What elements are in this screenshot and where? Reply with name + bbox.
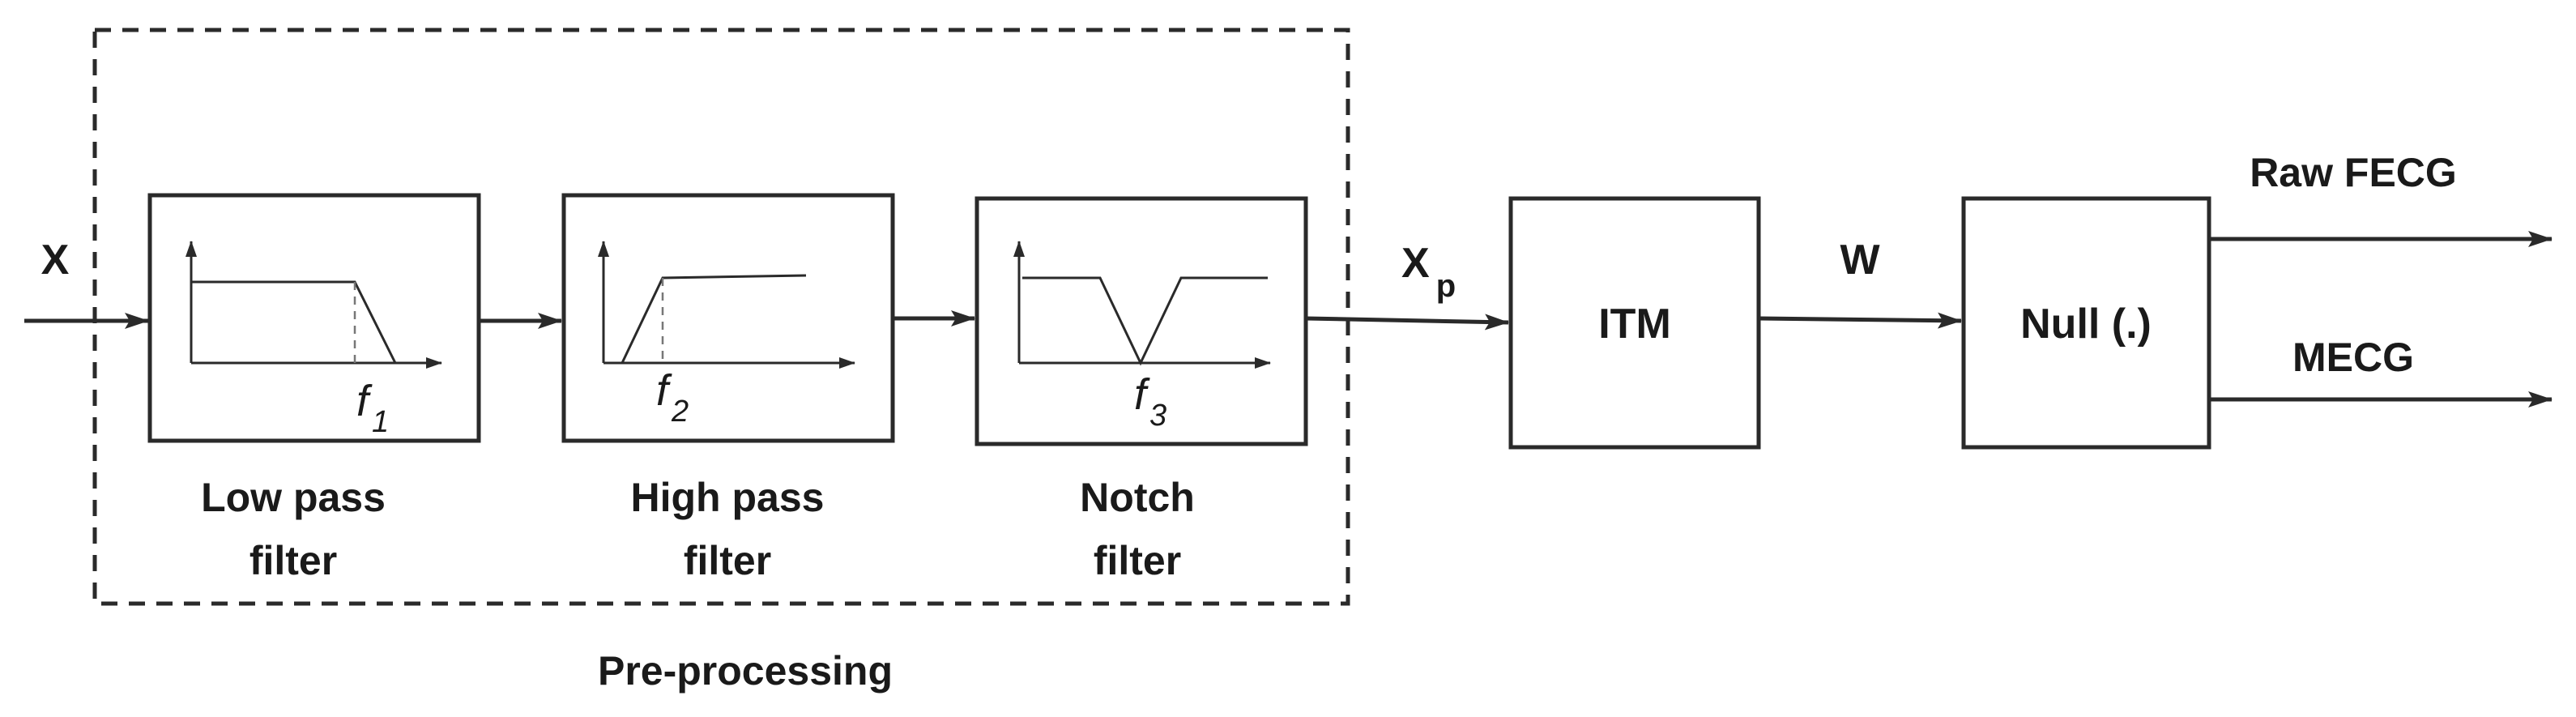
hpf-name-line1: High pass <box>631 475 825 520</box>
null-box <box>1961 196 2211 450</box>
notch-name-line1: Notch <box>1080 475 1195 520</box>
low-pass-filter-box <box>147 193 481 443</box>
itm-label: ITM <box>1598 301 1671 348</box>
w-arrow <box>1758 312 1962 329</box>
notch-response-curve <box>1022 276 1268 366</box>
high-pass-filter-box <box>561 193 895 443</box>
notch-name-line2: filter <box>1094 538 1181 583</box>
mecg-label: MECG <box>2292 335 2414 380</box>
preprocessing-label: Pre-processing <box>598 648 893 694</box>
lpf-name-line1: Low pass <box>201 475 386 520</box>
xp-arrow <box>1305 314 1509 331</box>
notch-filter-box <box>975 196 1308 446</box>
hpf-name-line2: filter <box>684 538 771 583</box>
null-label: Null (.) <box>2020 301 2152 348</box>
w-label: W <box>1840 237 1880 284</box>
input-label: X <box>41 237 70 284</box>
lpf-name-line2: filter <box>249 538 337 583</box>
preprocessing-group-border <box>92 28 1350 606</box>
raw-fecg-label: Raw FECG <box>2250 150 2457 195</box>
itm-box <box>1508 196 1761 450</box>
